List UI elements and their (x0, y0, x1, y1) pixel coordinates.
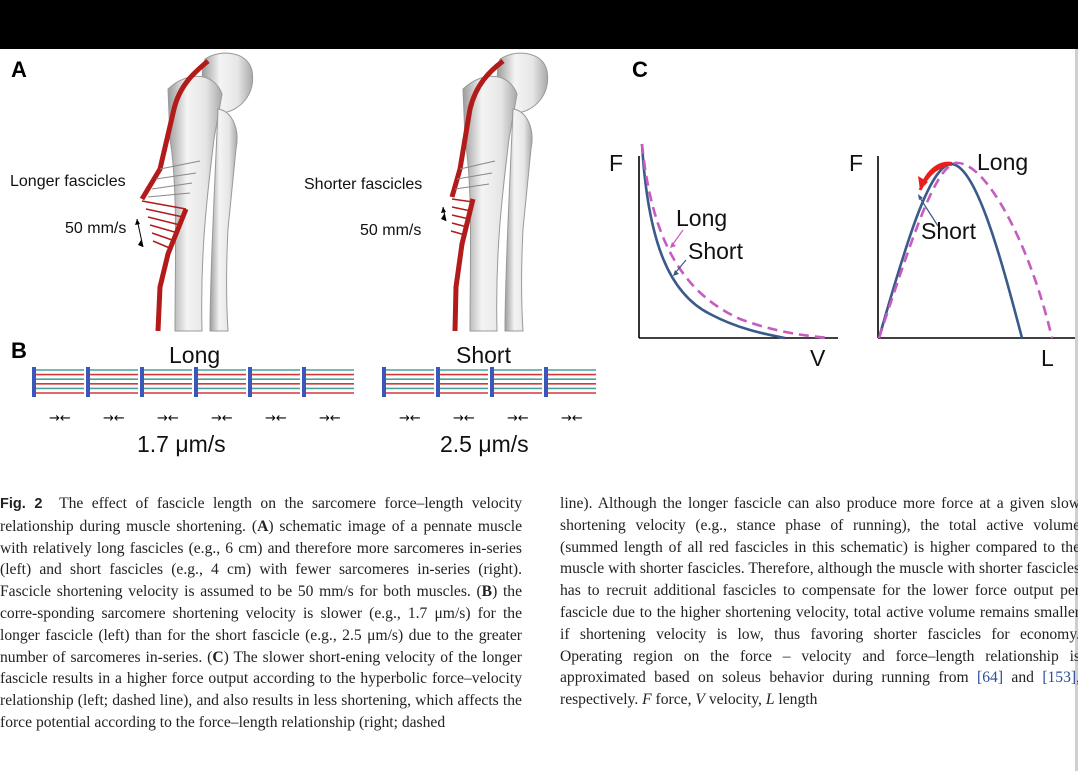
caption-text: the longer fascicle (left) than for the … (0, 604, 522, 644)
z-disc (194, 367, 198, 397)
caption-text: velocity, (704, 691, 766, 709)
caption-text: according to the hyperbolic force–veloci… (0, 670, 523, 710)
figure-label: Fig. 2 (0, 496, 43, 512)
caption-left-column: Fig. 2 The effect of fascicle length on … (0, 493, 522, 734)
fv-short-label: Short (688, 238, 743, 264)
shortening-arrow-icon: →← (49, 411, 71, 426)
z-disc (544, 367, 548, 397)
shortening-arrow-icon: →← (507, 411, 529, 426)
fv-curve-short (640, 143, 786, 340)
fl-y-label: F (849, 150, 864, 176)
fl-x-label: L (1041, 345, 1054, 371)
shortening-arrow-icon: →← (399, 411, 421, 426)
force-velocity-plot (638, 143, 838, 340)
shortening-arrow-icon: →← (319, 411, 341, 426)
caption-bold-a: A (257, 517, 269, 535)
shortening-arrow-icon: →← (453, 411, 475, 426)
fv-long-label: Long (676, 205, 728, 231)
b-long-label: Long (169, 342, 221, 368)
caption-text: and (1003, 669, 1043, 687)
sarcomeres-long: →← →← →← →← →← →← (32, 367, 354, 426)
fl-short-label: Short (921, 218, 976, 244)
reference-link-64[interactable]: [64] (977, 669, 1004, 687)
b-velocity-long: 1.7 μm/s (137, 431, 226, 457)
leg-long-fascicles (135, 52, 254, 332)
panel-a-letter: A (11, 57, 27, 82)
panel-b-letter: B (11, 338, 27, 363)
abbr-v: V (695, 691, 705, 709)
caption-text: potential according to the force–length … (35, 713, 446, 731)
force-length-plot (877, 156, 1075, 339)
caption-text: of a pennate muscle with relatively long… (0, 517, 523, 557)
caption-text: ) The slower short- (223, 648, 346, 666)
speed-right-label: 50 mm/s (360, 222, 422, 239)
sarcomeres-short: →← →← →← →← (382, 367, 596, 426)
fv-x-label: V (810, 345, 826, 371)
caption-text: length (774, 691, 818, 709)
fl-curve-long (877, 161, 1054, 339)
speed-left-label: 50 mm/s (65, 220, 127, 237)
scrollbar[interactable] (1075, 49, 1078, 771)
caption-text: velocity is assumed to be 50 mm/s for bo… (128, 583, 482, 601)
shortening-arrow-icon: →← (157, 411, 179, 426)
caption-text: line). Although the longer fascicle can … (560, 495, 1078, 687)
caption-text: therefore more sarcomeres in-series (lef… (0, 539, 522, 579)
figure: A B C (0, 49, 1078, 469)
panel-c-letter: C (632, 57, 648, 82)
caption-text: velocity relationship during muscle shor… (0, 495, 522, 535)
caption-text: to the greater number of sarcomeres in-s… (0, 626, 522, 666)
z-disc (382, 367, 386, 397)
caption-text: The effect of fascicle length on the sar… (59, 495, 464, 512)
reference-link-153[interactable]: [153] (1042, 669, 1077, 687)
caption-right-column: line). Although the longer fascicle can … (560, 493, 1078, 711)
shortening-arrow-icon: →← (561, 411, 583, 426)
b-velocity-short: 2.5 μm/s (440, 431, 529, 457)
fv-curve-long (640, 143, 831, 340)
shortening-arrow-icon: →← (265, 411, 287, 426)
z-disc (490, 367, 494, 397)
z-disc (32, 367, 36, 397)
sarcomere-diagram: →← →← →← →← →← →← →← →← →← →← (32, 367, 596, 426)
b-short-label: Short (456, 342, 511, 368)
z-disc (248, 367, 252, 397)
fl-curve-short (877, 162, 1024, 339)
z-disc (140, 367, 144, 397)
abbr-l: L (765, 691, 775, 709)
caption-text: line), and also results in less shorteni… (0, 692, 522, 731)
caption-bold-c: C (212, 648, 224, 666)
panel-a-illustration (135, 52, 549, 332)
shortening-arrow-icon: →← (211, 411, 233, 426)
longer-fascicles-label: Longer fascicles (10, 173, 126, 190)
abbr-f: F (642, 691, 652, 709)
z-disc (86, 367, 90, 397)
caption-text: 4 cm) with fewer sarcomeres in-series (r… (0, 561, 522, 601)
shortening-arrow-icon: →← (103, 411, 125, 426)
z-disc (302, 367, 306, 397)
fl-long-label: Long (977, 149, 1029, 175)
caption-text: , respectively. (560, 669, 1078, 709)
caption-text: ening velocity of the longer fascicle re… (0, 648, 522, 688)
caption-text: ) the corre- (0, 583, 522, 622)
leg-short-fascicles (441, 52, 549, 332)
caption-bold-b: B (481, 583, 493, 601)
fv-y-label: F (609, 150, 624, 176)
shorter-fascicles-label: Shorter fascicles (304, 176, 423, 193)
caption-text: ) schematic image (268, 517, 386, 535)
panel-c-graphs (638, 143, 1075, 340)
z-disc (436, 367, 440, 397)
caption-text: sponding sarcomere shortening velocity i… (37, 604, 496, 622)
top-bar (0, 0, 1078, 49)
caption-text: force, (651, 691, 696, 709)
